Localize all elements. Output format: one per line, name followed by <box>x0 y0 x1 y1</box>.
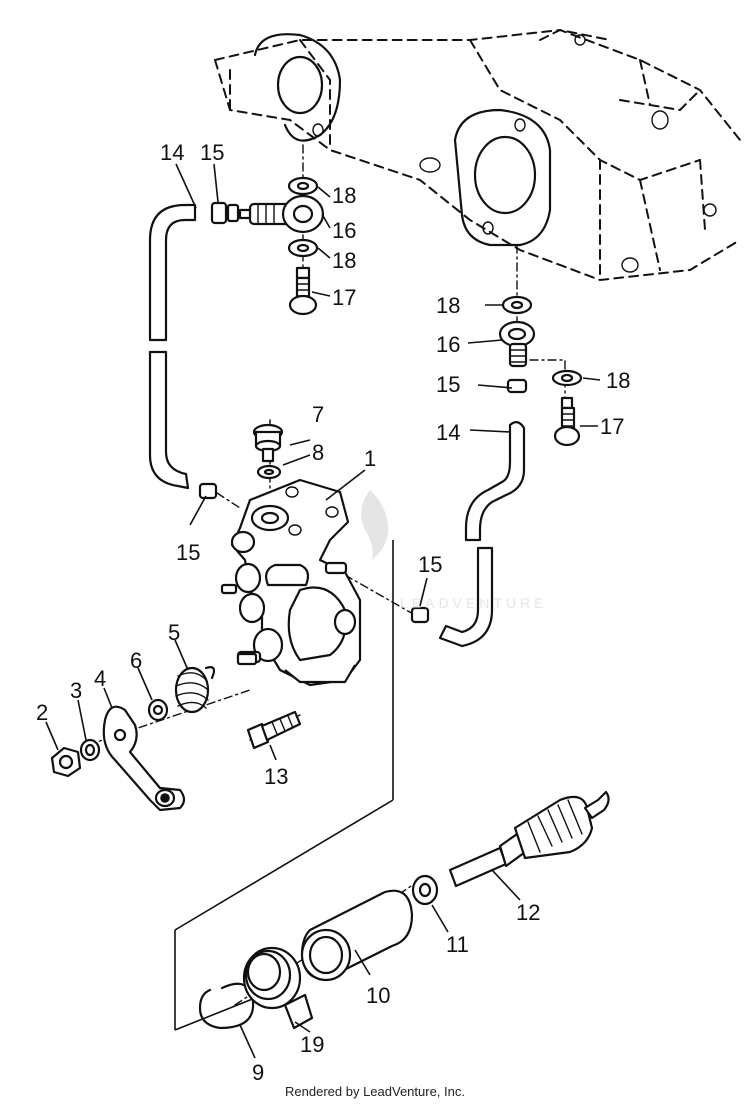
banjo-fitting-upper <box>238 194 325 234</box>
washers-upper <box>287 176 319 258</box>
callout-3: 3 <box>70 678 82 703</box>
callout-18-right-b: 18 <box>606 368 630 393</box>
render-credit: Rendered by LeadVenture, Inc. <box>285 1084 465 1099</box>
hose-clamp-lower-right <box>410 606 430 624</box>
sealing-washer <box>256 464 282 480</box>
callout-9: 9 <box>252 1060 264 1085</box>
callout-18-right-a: 18 <box>436 293 460 318</box>
callout-12: 12 <box>516 900 540 925</box>
callout-15-upper-right: 15 <box>436 372 460 397</box>
fuel-hose-left <box>148 203 197 490</box>
callout-15-lower-right: 15 <box>418 552 442 577</box>
banjo-cap-screw <box>252 423 284 463</box>
leader-lines <box>45 163 601 1059</box>
callout-17-upper: 17 <box>332 285 356 310</box>
callout-13: 13 <box>264 764 288 789</box>
pump-shaft-stub <box>236 652 258 666</box>
pump-sleeve <box>300 889 414 982</box>
callout-1: 1 <box>364 446 376 471</box>
callout-15-left: 15 <box>176 540 200 565</box>
callout-18-upper-b: 18 <box>332 248 356 273</box>
fuel-hose-right <box>438 421 526 648</box>
callout-14-left: 14 <box>160 140 184 165</box>
callout-8: 8 <box>312 440 324 465</box>
hex-nut <box>50 746 82 778</box>
callout-10: 10 <box>366 983 390 1008</box>
banjo-bolt-upper <box>288 266 318 316</box>
banjo-bolt-right <box>553 396 581 447</box>
callout-11: 11 <box>446 932 469 957</box>
watermark-logo: LEADVENTURE <box>361 490 547 611</box>
callout-labels: 14 15 18 16 18 17 18 16 15 18 17 14 7 8 … <box>36 140 630 1085</box>
callout-7: 7 <box>312 402 324 427</box>
oil-pump-body <box>220 478 362 687</box>
callout-6: 6 <box>130 648 142 673</box>
flat-washer <box>147 698 169 722</box>
callout-2: 2 <box>36 700 48 725</box>
callout-17-right: 17 <box>600 414 624 439</box>
callout-15-upper-left: 15 <box>200 140 224 165</box>
callout-4: 4 <box>94 666 106 691</box>
worm-gear-bushing-set <box>242 946 314 1030</box>
hose-clamp-lower-left <box>198 482 218 500</box>
callout-16-upper: 16 <box>332 218 356 243</box>
callout-16-right: 16 <box>436 332 460 357</box>
mounting-bolt <box>246 710 302 750</box>
thrust-washer <box>411 874 439 906</box>
callout-5: 5 <box>168 620 180 645</box>
watermark-text: LEADVENTURE <box>400 595 547 611</box>
control-lever <box>102 705 186 812</box>
callout-19: 19 <box>300 1032 324 1057</box>
engine-block-outline <box>214 28 741 282</box>
banjo-fitting-right <box>498 320 536 368</box>
washers-right <box>501 295 583 387</box>
hose-clamp-upper-right <box>506 378 528 394</box>
return-spring <box>174 666 216 714</box>
callout-14-right: 14 <box>436 420 460 445</box>
snap-ring <box>198 982 255 1030</box>
hose-clamp-upper-left <box>210 201 240 225</box>
lock-washer <box>79 738 101 762</box>
callout-18-upper-a: 18 <box>332 183 356 208</box>
drive-gear-shaft <box>448 790 610 888</box>
